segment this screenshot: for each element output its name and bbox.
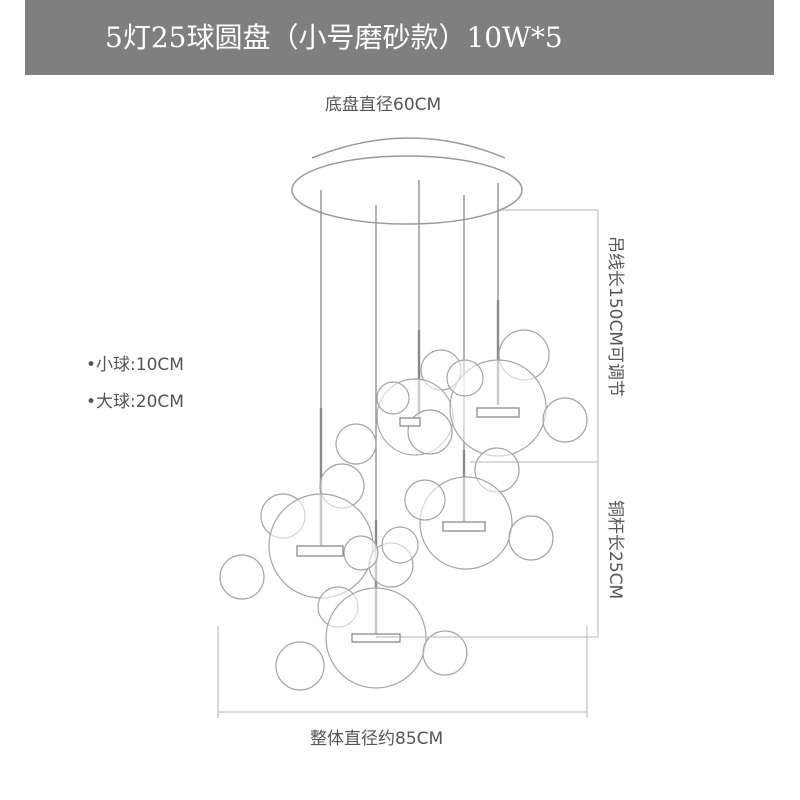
led-bars [296, 407, 520, 643]
large-ball-spec: •大球:20CM [86, 392, 184, 412]
canopy [291, 137, 523, 225]
small-ball-spec: •小球:10CM [86, 355, 184, 375]
dimension-lines [217, 209, 599, 718]
product-title: 5灯25球圆盘（小号磨砂款）10W*5 [105, 21, 563, 54]
title-banner: 5灯25球圆盘（小号磨砂款）10W*5 [25, 0, 774, 75]
rod-length-label: 铜杆长25CM [605, 500, 625, 599]
canopy-diameter-label: 底盘直径60CM [325, 95, 441, 115]
cable-length-label: 吊线长150CM可调节 [605, 236, 625, 397]
glass-balls [219, 329, 588, 691]
overall-diameter-label: 整体直径约85CM [310, 729, 443, 749]
